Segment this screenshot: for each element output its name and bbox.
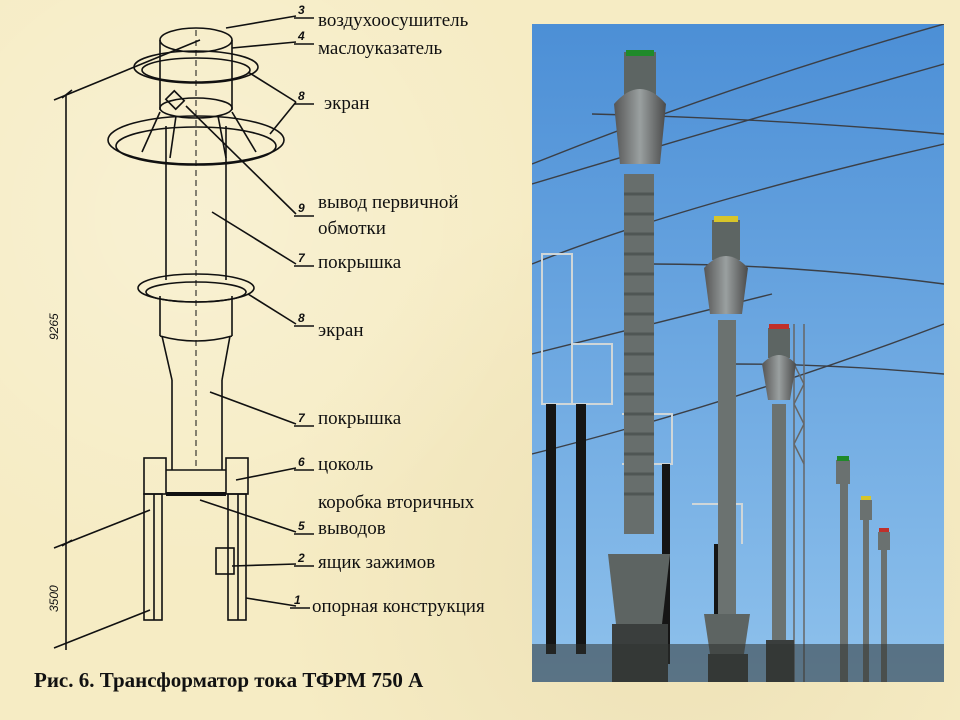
dimension-bottom-value: 3500 [47,585,61,612]
callout-number: 7 [298,251,306,265]
terminal-box [215,547,235,575]
label-shell-top: покрышка [318,252,402,273]
primary-terminal [164,89,186,111]
label-support-structure: опорная конструкция [312,596,485,617]
base-block-right [225,457,249,495]
label-primary-winding-output: вывод первичной обмотки [318,192,459,239]
label-air-dryer: воздухоосушитель [318,10,469,31]
callout-number: 8 [298,89,305,103]
callout-number: 3 [298,3,305,17]
label-screen-top: экран [324,93,370,114]
support-leg-left [143,493,163,621]
callout-number: 9 [298,201,305,215]
callout-number: 6 [298,455,305,469]
callout-number: 5 [298,519,305,533]
label-terminal-box: ящик зажимов [318,552,436,573]
label-base: цоколь [318,454,374,475]
support-leg-right [227,493,247,621]
dimension-top-value: 9265 [47,313,61,340]
transformer-drawing: 3 4 8 9 7 8 7 6 5 2 1 9265 3500 [47,3,314,650]
callout-number: 2 [297,551,305,565]
label-secondary-box: коробка вторичных выводов [318,492,475,539]
callout-number: 4 [297,29,305,43]
callout-number: 1 [294,593,301,607]
label-screen-middle: экран [318,320,364,341]
callout-number: 8 [298,311,305,325]
label-shell-bottom: покрышка [318,408,402,429]
figure-caption: Рис. 6. Трансформатор тока ТФРМ 750 А [34,668,424,692]
substation-photo [532,24,944,682]
callout-number: 7 [298,411,306,425]
base-block-left [143,457,167,495]
label-oil-indicator: маслоуказатель [318,38,443,59]
